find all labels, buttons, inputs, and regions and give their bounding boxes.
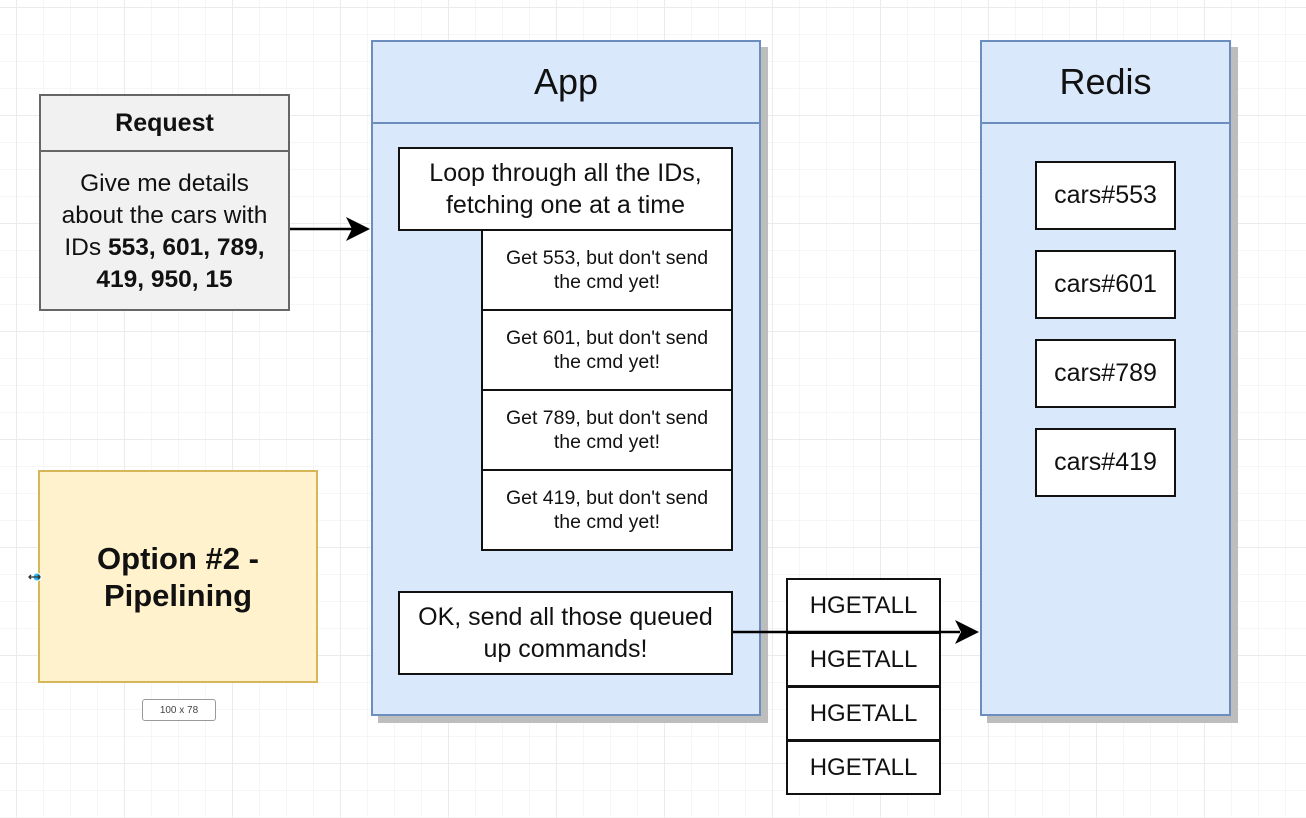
command-box[interactable]: HGETALL [786, 578, 941, 633]
step-line-2: the cmd yet! [553, 431, 661, 453]
request-line-4: 419, 950, 15 [96, 264, 232, 296]
option-line-1: Option #2 - [97, 540, 259, 576]
step-box-419[interactable]: Get 419, but don't send the cmd yet! [481, 469, 733, 551]
step-box-789[interactable]: Get 789, but don't send the cmd yet! [481, 389, 733, 471]
send-line-2: up commands! [483, 635, 648, 663]
size-badge: 100 x 78 [142, 699, 216, 721]
request-body: Give me details about the cars with IDs … [41, 152, 288, 311]
request-line-3: IDs 553, 601, 789, [64, 232, 264, 264]
command-box[interactable]: HGETALL [786, 686, 941, 741]
loop-box[interactable]: Loop through all the IDs, fetching one a… [398, 147, 733, 231]
command-box[interactable]: HGETALL [786, 740, 941, 795]
step-line-1: Get 553, but don't send [505, 247, 709, 269]
step-line-1: Get 419, but don't send [505, 487, 709, 509]
step-line-2: the cmd yet! [553, 271, 661, 293]
loop-line-1: Loop through all the IDs, [429, 159, 702, 187]
send-box[interactable]: OK, send all those queued up commands! [398, 591, 733, 675]
command-box[interactable]: HGETALL [786, 632, 941, 687]
loop-line-2: fetching one at a time [445, 191, 686, 219]
request-title: Request [41, 96, 288, 152]
step-line-1: Get 601, but don't send [505, 327, 709, 349]
redis-key-789[interactable]: cars#789 [1035, 339, 1176, 408]
step-box-553[interactable]: Get 553, but don't send the cmd yet! [481, 229, 733, 311]
resize-handle-icon[interactable] [28, 570, 42, 584]
step-line-1: Get 789, but don't send [505, 407, 709, 429]
request-ids-prefix: IDs [64, 233, 108, 261]
redis-key-601[interactable]: cars#601 [1035, 250, 1176, 319]
step-line-2: the cmd yet! [553, 351, 661, 373]
option-note[interactable]: Option #2 - Pipelining [38, 470, 318, 683]
option-line-2: Pipelining [103, 577, 253, 613]
request-to-app-arrow [290, 217, 370, 241]
redis-key-553[interactable]: cars#553 [1035, 161, 1176, 230]
step-box-601[interactable]: Get 601, but don't send the cmd yet! [481, 309, 733, 391]
request-ids-1: 553, 601, 789, [107, 233, 265, 261]
request-ids-2: 419, 950, 15 [96, 265, 233, 293]
request-box[interactable]: Request Give me details about the cars w… [39, 94, 290, 311]
step-line-2: the cmd yet! [553, 511, 661, 533]
send-line-1: OK, send all those queued [418, 603, 713, 631]
redis-key-419[interactable]: cars#419 [1035, 428, 1176, 497]
redis-lane-title: Redis [982, 42, 1229, 124]
request-line-2: about the cars with [61, 201, 268, 229]
app-lane-title: App [373, 42, 759, 124]
request-line-1: Give me details [80, 169, 249, 197]
